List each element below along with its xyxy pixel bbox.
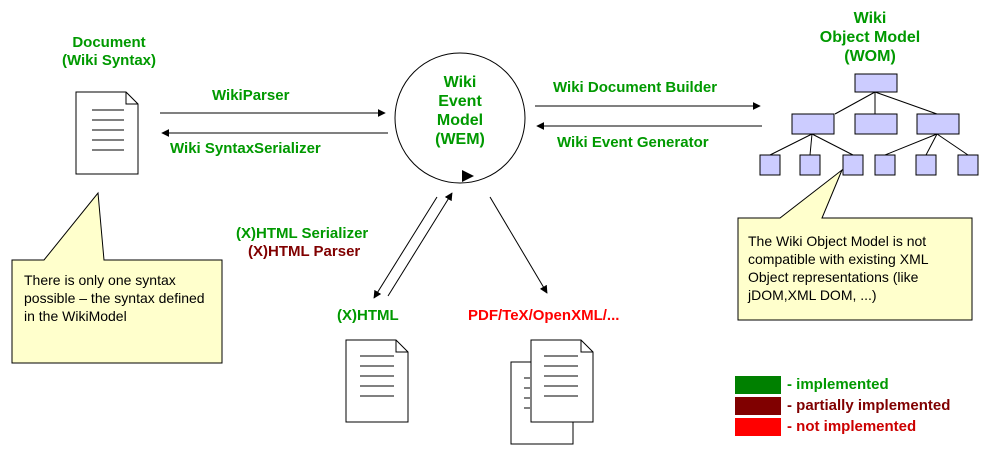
legend-implemented: - implemented (735, 376, 889, 394)
legend-swatch-not-implemented (735, 418, 781, 436)
wom-leaf-node (915, 154, 937, 176)
wom-node (916, 113, 960, 135)
wem-label: Wiki Event Model (WEM) (410, 73, 510, 149)
wem-label-line2: Event (438, 93, 482, 110)
wom-leaf-node (874, 154, 896, 176)
pdf-export-arrow (489, 196, 548, 294)
legend-label-partial: - partially implemented (787, 397, 951, 414)
wom-label-line1: Wiki (853, 10, 887, 27)
wom-node (791, 113, 835, 135)
wem-label-line1: Wiki (443, 74, 477, 91)
wom-label: Wiki Object Model (WOM) (800, 9, 940, 66)
doc-builder-label: Wiki Document Builder (553, 79, 718, 96)
wiki-parser-label: WikiParser (212, 87, 290, 104)
legend-not-implemented: - not implemented (735, 418, 916, 436)
html-parser-label: (X)HTML Parser (248, 243, 361, 260)
wom-label-line3: (WOM) (844, 48, 896, 65)
wem-label-line4: (WEM) (435, 131, 485, 148)
document-label: Document (Wiki Syntax) (48, 34, 170, 70)
document-label-line2: (Wiki Syntax) (61, 52, 157, 69)
wom-leaf-node (842, 154, 864, 176)
wem-circle (394, 52, 526, 184)
right-note-text: The Wiki Object Model is not compatible … (748, 233, 929, 303)
legend-label-implemented: - implemented (787, 376, 889, 393)
stacked-documents-icon (510, 339, 594, 445)
wom-node (854, 113, 898, 135)
document-icon (75, 91, 139, 175)
xhtml-output-label: (X)HTML (337, 307, 399, 324)
left-note-callout (11, 191, 223, 364)
legend-partial: - partially implemented (735, 397, 950, 415)
wom-leaf-node (957, 154, 979, 176)
left-note-text: There is only one syntax possible – the … (24, 272, 205, 324)
wom-root-node (854, 73, 898, 93)
wem-label-line3: Model (436, 112, 484, 129)
html-parser-arrow (387, 192, 453, 297)
legend-label-not-implemented: - not implemented (787, 418, 917, 435)
wom-tree (759, 73, 979, 176)
right-note-callout (737, 168, 973, 321)
html-serializer-arrow (373, 196, 438, 299)
legend-swatch-partial (735, 397, 781, 415)
pdf-output-label: PDF/TeX/OpenXML/... (468, 307, 620, 324)
syntax-serializer-label: Wiki SyntaxSerializer (170, 140, 321, 157)
wom-leaf-node (799, 154, 821, 176)
html-serializer-label: (X)HTML Serializer (236, 225, 369, 242)
wem-circle-arrowhead (462, 170, 474, 182)
event-generator-label: Wiki Event Generator (557, 134, 709, 151)
xhtml-document-icon (345, 339, 409, 423)
wom-leaf-node (759, 154, 781, 176)
document-label-line1: Document (72, 34, 146, 51)
legend-swatch-implemented (735, 376, 781, 394)
wom-label-line2: Object Model (819, 29, 921, 46)
